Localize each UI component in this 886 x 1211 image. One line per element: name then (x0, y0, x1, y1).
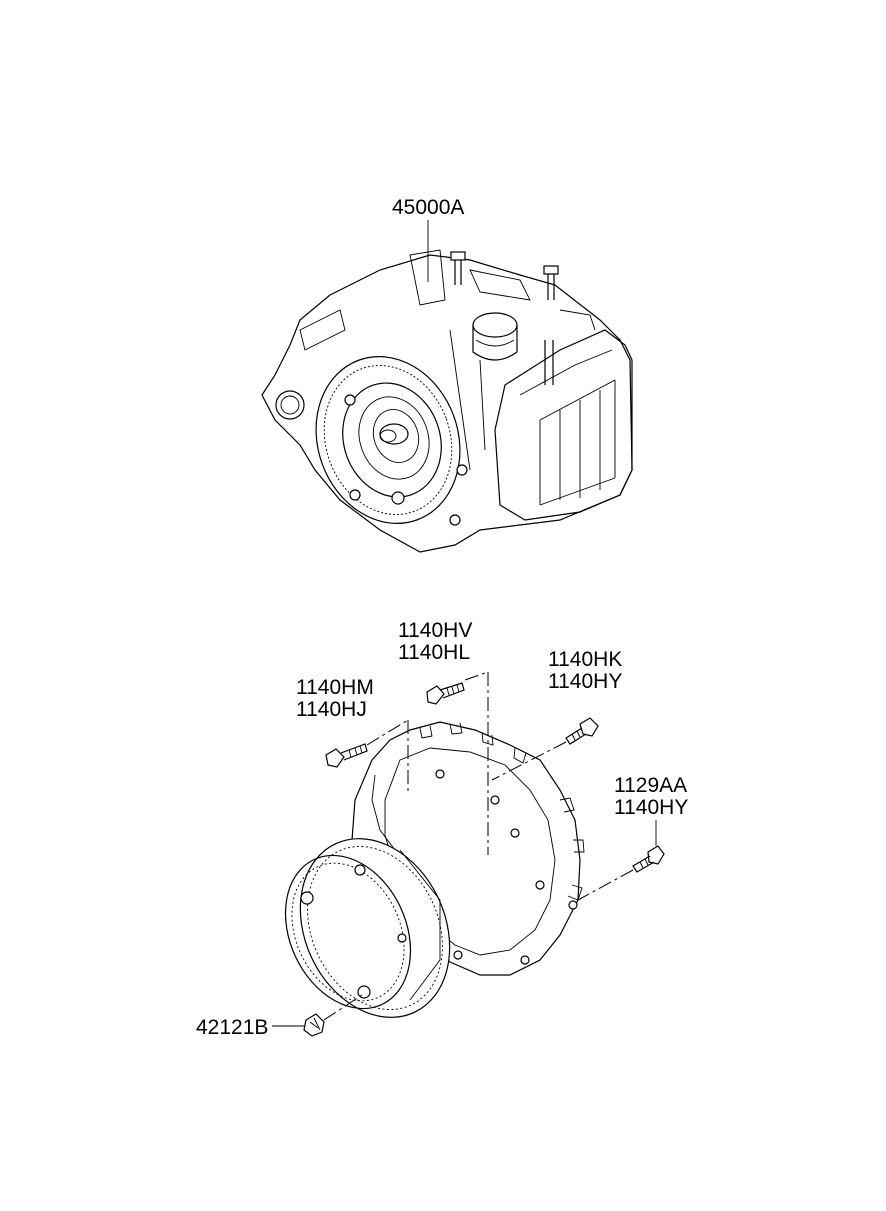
transaxle-part-number[interactable]: 45000A (392, 196, 464, 219)
bolt-c-part-number-1[interactable]: 1140HM (296, 676, 374, 699)
nut-part-number[interactable]: 42121B (196, 1016, 268, 1039)
bolt-d-part-number-1[interactable]: 1129AA (614, 774, 687, 797)
bolt-d-part-number-2[interactable]: 1140HY (614, 796, 688, 819)
nut[interactable] (303, 1013, 325, 1037)
bolt-c-part-number-2[interactable]: 1140HJ (296, 698, 367, 721)
transaxle-assembly[interactable] (261, 249, 633, 553)
bolt-b-part-number-1[interactable]: 1140HK (548, 648, 622, 671)
transmission-case[interactable] (351, 721, 585, 976)
bolt-a[interactable] (426, 682, 465, 705)
nut-axis (323, 994, 363, 1021)
bolt-c[interactable] (325, 743, 368, 768)
bolt-a-axis (464, 671, 489, 681)
bolt-d[interactable] (632, 845, 665, 873)
bolt-c-axis (366, 719, 409, 746)
bolt-b[interactable] (565, 717, 599, 745)
bolt-b-axis (491, 741, 567, 781)
bolt-b-part-number-2[interactable]: 1140HY (548, 670, 622, 693)
bolt-a-part-number-2[interactable]: 1140HL (398, 641, 470, 664)
drive-plate[interactable] (262, 814, 478, 1042)
bolt-d-axis (577, 869, 634, 901)
bolt-a-part-number-1[interactable]: 1140HV (398, 619, 472, 642)
